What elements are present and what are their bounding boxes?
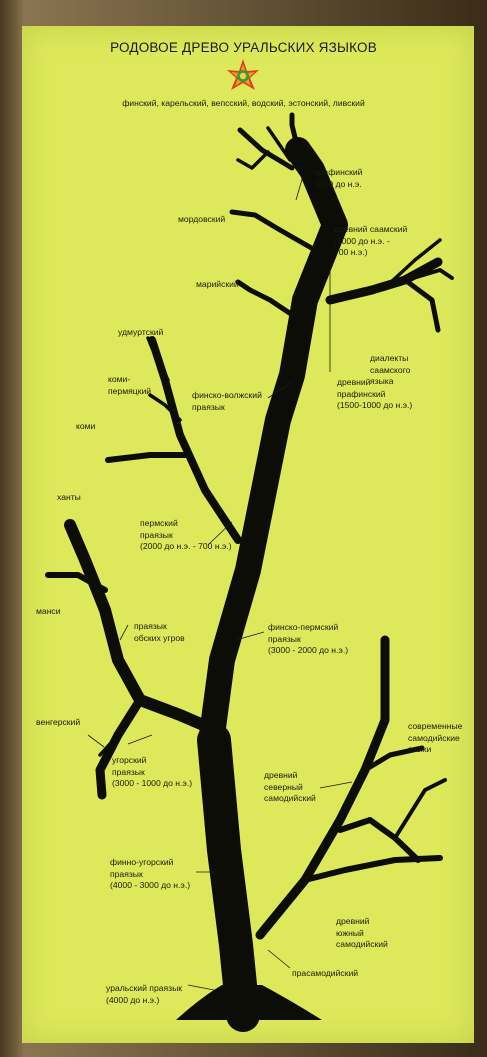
label-mansi: манси — [36, 606, 61, 618]
label-ob-ugric: праязык обских угров — [134, 621, 185, 644]
label-ancient-sami: древний саамский (1000 до н.э. - 700 н.э… — [334, 224, 407, 259]
label-proto-uralic: уральский праязык (4000 до н.э.) — [106, 983, 182, 1006]
label-north-samoyedic: древний северный самодийский — [264, 770, 316, 805]
label-hungarian: венгерский — [36, 717, 80, 729]
label-ancient-proto-finnic: древний прафинский (1500-1000 до н.э.) — [337, 377, 412, 412]
label-komi: коми — [76, 421, 95, 433]
label-proto-finnic: прафинский 1000 до н.э. — [314, 167, 363, 190]
label-modern-samoyedic: современные самодийские языки — [408, 721, 462, 756]
label-permic: пермский праязык (2000 до н.э. - 700 н.э… — [140, 518, 232, 553]
label-khanty: ханты — [57, 492, 81, 504]
label-finno-ugric: финно-угорский праязык (4000 - 3000 до н… — [110, 857, 190, 892]
label-komi-permyak: коми- пермяцкий — [108, 374, 151, 397]
star-sun-emblem-icon — [227, 59, 259, 90]
label-mordvin: мордовский — [178, 214, 225, 226]
label-finno-volgaic: финско-волжский праязык — [192, 390, 262, 413]
label-mari: марийский — [196, 279, 239, 291]
label-udmurt: удмуртский — [118, 327, 163, 339]
label-south-samoyedic: древний южный самодийский — [336, 916, 388, 951]
top-languages-label: финский, карельский, вепсский, водский, … — [0, 98, 487, 108]
label-proto-samoyedic: прасамодийский — [292, 968, 358, 980]
label-finno-permic: финско-пермский праязык (3000 - 2000 до … — [268, 622, 348, 657]
label-ugric: угорский праязык (3000 - 1000 до н.э.) — [112, 755, 192, 790]
